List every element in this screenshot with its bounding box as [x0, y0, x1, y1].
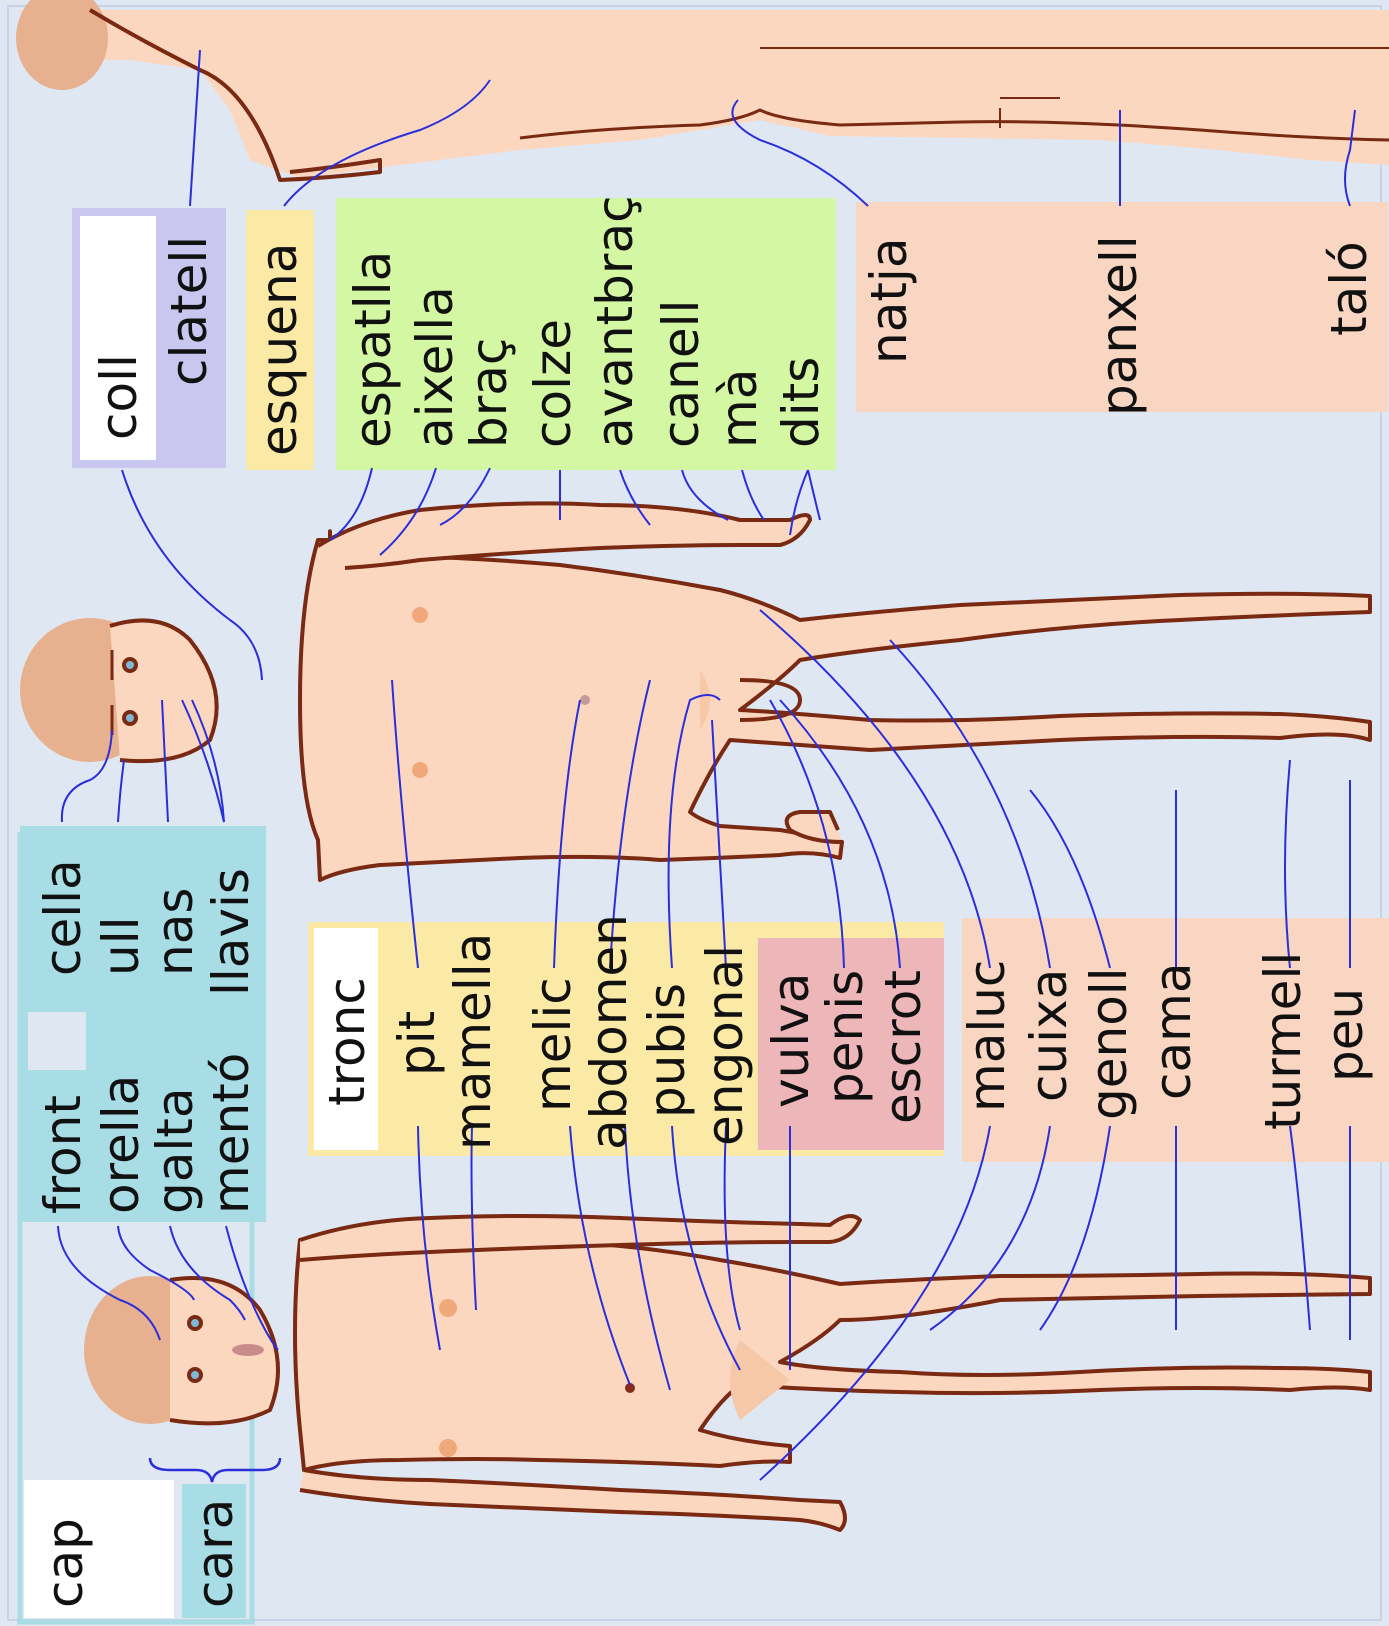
label-cara: cara [186, 1499, 244, 1608]
label-colze: colze [524, 319, 582, 448]
label-cuixa: cuixa [1020, 969, 1078, 1102]
label-ma: mà [710, 369, 768, 448]
label-cap: cap [36, 1518, 94, 1608]
label-llavis: llavis [202, 868, 260, 996]
label-galta: galta [146, 1087, 204, 1214]
label-nas: nas [146, 888, 204, 976]
label-melic: melic [524, 977, 582, 1112]
label-canell: canell [652, 300, 710, 448]
label-orella: orella [92, 1075, 150, 1214]
label-clatell: clatell [160, 236, 218, 386]
label-panxell: panxell [1090, 235, 1148, 416]
label-dits: dits [772, 357, 830, 448]
label-tronc: tronc [318, 977, 376, 1106]
label-cella: cella [34, 859, 92, 976]
label-maluc: maluc [958, 960, 1016, 1112]
label-vulva: vulva [762, 973, 820, 1108]
label-espatlla: espatlla [344, 251, 402, 448]
label-genoll: genoll [1080, 967, 1138, 1120]
label-turmell: turmell [1254, 952, 1312, 1130]
label-abdomen: abdomen [580, 914, 638, 1150]
label-cama: cama [1144, 963, 1202, 1100]
label-avantbraç: avantbraç [586, 195, 644, 448]
label-braç: braç [460, 338, 518, 448]
label-natja: natja [860, 238, 918, 364]
label-engonal: engonal [696, 945, 754, 1146]
label-escrot: escrot [874, 970, 932, 1124]
label-mento: mentó [202, 1053, 260, 1214]
label-esquena: esquena [250, 243, 308, 456]
label-pit: pit [388, 1011, 446, 1076]
label-front: front [34, 1095, 92, 1214]
label-ull: ull [92, 917, 150, 976]
label-coll: coll [90, 354, 148, 440]
label-talo: taló [1320, 241, 1378, 336]
label-pubis: pubis [638, 983, 696, 1118]
label-peu: peu [1316, 988, 1374, 1082]
label-mamella: mamella [444, 933, 502, 1150]
label-penis: penis [816, 970, 874, 1104]
label-aixella: aixella [406, 286, 464, 448]
